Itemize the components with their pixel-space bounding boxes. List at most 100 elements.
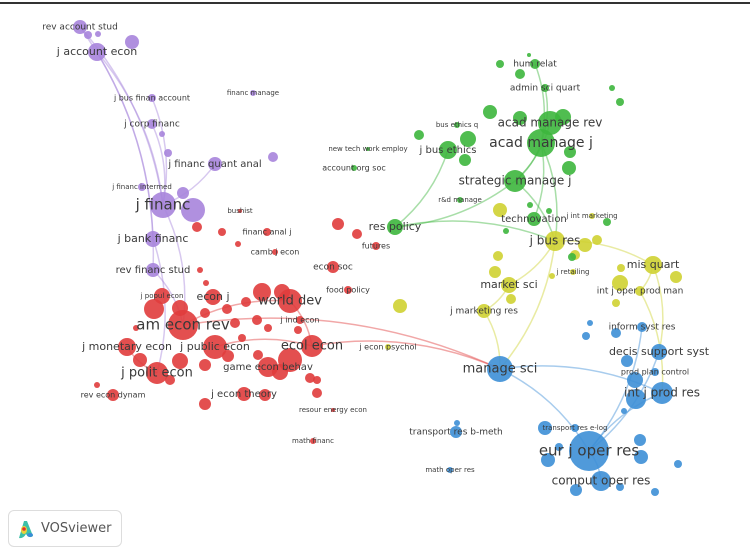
node-label-transport-res-b-meth[interactable]: transport res b-meth (409, 428, 503, 438)
node-label-market-sci[interactable]: market sci (480, 278, 537, 291)
node-label-j-bus-finan-account[interactable]: j bus finan account (113, 94, 190, 103)
node-label-j-public-econ[interactable]: j public econ (179, 340, 250, 353)
node-j-account-econ[interactable] (88, 43, 106, 61)
node-yellow[interactable] (592, 235, 602, 245)
node-transport-res-b-meth[interactable] (450, 426, 462, 438)
node-yellow[interactable] (578, 238, 592, 252)
node-red[interactable] (312, 388, 322, 398)
node-label-transport-res-e-log[interactable]: transport res e-log (543, 424, 608, 432)
node-acad-manage-j[interactable] (527, 129, 555, 157)
node-yellow[interactable] (549, 273, 555, 279)
node-red[interactable] (133, 353, 147, 367)
node-j-econ-psychol[interactable] (385, 344, 391, 350)
node-manage-sci[interactable] (487, 356, 513, 382)
node-label-world-dev[interactable]: world dev (258, 294, 322, 309)
node-account-org-soc[interactable] (351, 165, 357, 171)
node-admin-sci-quart[interactable] (541, 84, 549, 92)
node-purple[interactable] (84, 31, 92, 39)
node-green[interactable] (527, 53, 531, 57)
node-red[interactable] (305, 373, 315, 383)
node-label-acad-manage-rev[interactable]: acad manage rev (498, 116, 603, 130)
node-label-decis-support-syst[interactable]: decis support syst (609, 345, 710, 358)
node-j-bus-res[interactable] (545, 231, 565, 251)
node-label-financ-manage[interactable]: financ manage (227, 89, 279, 97)
node-red[interactable] (197, 267, 203, 273)
node-hum-relat[interactable] (530, 59, 540, 69)
node-red[interactable] (199, 398, 211, 410)
node-financ-manage[interactable] (250, 90, 256, 96)
node-red[interactable] (230, 318, 240, 328)
node-blue[interactable] (634, 434, 646, 446)
node-label-j-ind-econ[interactable]: j ind econ (280, 316, 320, 325)
node-label-j-financ[interactable]: j financ (135, 196, 191, 214)
node-label-j-econ-psychol[interactable]: j econ psychol (358, 343, 416, 352)
node-j-popul-econ[interactable] (154, 288, 170, 304)
node-camb-j-econ[interactable] (272, 249, 278, 255)
node-red[interactable] (94, 382, 100, 388)
node-label-hum-relat[interactable]: hum relat (513, 60, 557, 70)
node-green[interactable] (503, 228, 509, 234)
node-blue[interactable] (555, 443, 563, 451)
node-label-int-j-oper-prod-man[interactable]: int j oper prod man (597, 287, 684, 297)
node-red[interactable] (294, 326, 302, 334)
node-yellow[interactable] (617, 264, 625, 272)
node-int-j-prod-res[interactable] (651, 382, 673, 404)
node-red[interactable] (192, 222, 202, 232)
node-green[interactable] (562, 161, 576, 175)
node-blue[interactable] (621, 408, 627, 414)
node-label-econ-j[interactable]: econ j (196, 290, 229, 303)
node-blue[interactable] (651, 488, 659, 496)
node-red[interactable] (235, 241, 241, 247)
node-label-financ-anal-j[interactable]: financ anal j (243, 228, 292, 237)
node-label-rev-econ-dynam[interactable]: rev econ dynam (81, 391, 146, 400)
node-rev-econ-dynam[interactable] (107, 389, 119, 401)
node-label-ecol-econ[interactable]: ecol econ (281, 339, 343, 354)
node-green[interactable] (414, 130, 424, 140)
node-red[interactable] (238, 334, 246, 342)
node-technovation[interactable] (527, 212, 541, 226)
node-label-j-econ-theory[interactable]: j econ theory (210, 389, 277, 400)
node-label-j-popul-econ[interactable]: j popul econ (140, 292, 184, 300)
node-yellow[interactable] (612, 299, 620, 307)
node-label-math-financ[interactable]: math financ (292, 437, 334, 445)
node-red[interactable] (133, 325, 139, 331)
node-label-j-int-marketing[interactable]: j int marketing (565, 212, 617, 220)
node-label-resour-energy-econ[interactable]: resour energy econ (299, 406, 367, 414)
node-label-j-account-econ[interactable]: j account econ (56, 45, 137, 58)
node-red[interactable] (199, 359, 211, 371)
node-blue[interactable] (570, 484, 582, 496)
node-yellow[interactable] (670, 271, 682, 283)
node-label-manage-sci[interactable]: manage sci (463, 362, 538, 377)
node-ecol-econ[interactable] (301, 335, 323, 357)
node-label-math-oper-res[interactable]: math oper res (425, 466, 475, 474)
node-green[interactable] (515, 69, 525, 79)
node-yellow[interactable] (493, 251, 503, 261)
node-j-monetary-econ[interactable] (118, 338, 136, 356)
node-green[interactable] (616, 98, 624, 106)
node-j-financ[interactable] (150, 192, 176, 218)
node-red[interactable] (241, 297, 251, 307)
node-red[interactable] (165, 375, 175, 385)
node-green[interactable] (527, 202, 533, 208)
node-label-j-bus-ethics[interactable]: j bus ethics (419, 145, 477, 156)
node-label-bus-ethics-q[interactable]: bus ethics q (436, 121, 478, 129)
node-blue[interactable] (587, 320, 593, 326)
node-label-bushist[interactable]: bushist (227, 207, 253, 215)
node-green[interactable] (513, 111, 527, 125)
node-blue[interactable] (582, 332, 590, 340)
node-yellow[interactable] (393, 299, 407, 313)
node-acad-manage-rev[interactable] (538, 111, 562, 135)
node-blue[interactable] (538, 421, 552, 435)
node-green[interactable] (603, 218, 611, 226)
node-food-policy[interactable] (344, 286, 352, 294)
node-blue[interactable] (674, 460, 682, 468)
node-transport-res-e-log[interactable] (571, 424, 579, 432)
node-label-prod-plan-control[interactable]: prod plan control (621, 368, 689, 377)
node-j-ind-econ[interactable] (296, 316, 304, 324)
node-blue[interactable] (454, 420, 460, 426)
node-label-camb-j-econ[interactable]: camb j econ (251, 248, 300, 257)
node-red[interactable] (252, 315, 262, 325)
node-red[interactable] (352, 229, 362, 239)
node-inform-syst-res[interactable] (637, 322, 647, 332)
